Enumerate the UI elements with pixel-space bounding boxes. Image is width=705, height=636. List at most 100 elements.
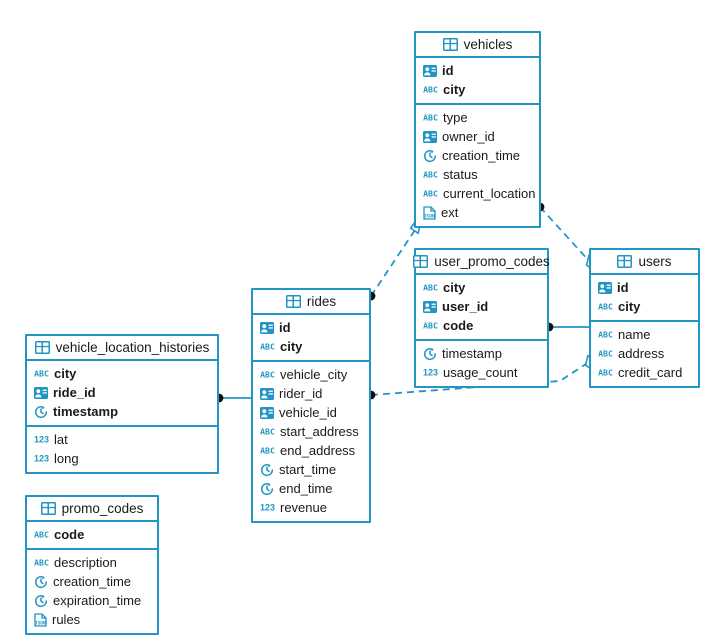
primary-key-field[interactable]: user_id xyxy=(416,297,547,316)
table-icon xyxy=(617,255,633,268)
clock-icon xyxy=(34,405,48,419)
svg-text:ABC: ABC xyxy=(260,427,275,437)
field-label: description xyxy=(54,555,117,570)
entity-header-vehicles[interactable]: vehicles xyxy=(416,33,539,58)
id-card-icon xyxy=(423,300,437,313)
primary-key-field[interactable]: id xyxy=(253,318,369,337)
attribute-field[interactable]: ABC vehicle_city xyxy=(253,365,369,384)
table-icon xyxy=(40,502,56,515)
field-label: city xyxy=(280,339,303,354)
attribute-field[interactable]: expiration_time xyxy=(27,591,157,610)
abc-icon: ABC xyxy=(423,169,438,180)
attribute-field[interactable]: creation_time xyxy=(416,146,539,165)
123-icon: 123 xyxy=(260,502,275,513)
attribute-field[interactable]: ABC address xyxy=(591,344,698,363)
attribute-field[interactable]: creation_time xyxy=(27,572,157,591)
id-card-icon xyxy=(260,387,274,400)
svg-text:ABC: ABC xyxy=(598,302,613,312)
id-card-icon xyxy=(260,406,274,419)
primary-key-field[interactable]: id xyxy=(591,278,698,297)
json-file-icon: JSON xyxy=(34,612,47,627)
entity-header-rides[interactable]: rides xyxy=(253,290,369,315)
table-icon xyxy=(413,255,429,268)
primary-key-field[interactable]: timestamp xyxy=(27,402,217,421)
svg-text:ABC: ABC xyxy=(260,370,275,380)
primary-key-field[interactable]: ride_id xyxy=(27,383,217,402)
field-label: owner_id xyxy=(442,129,495,144)
primary-key-field[interactable]: id xyxy=(416,61,539,80)
clock-icon xyxy=(260,463,274,477)
attribute-field[interactable]: ABC description xyxy=(27,553,157,572)
attribute-field[interactable]: rider_id xyxy=(253,384,369,403)
abc-icon: ABC xyxy=(598,348,613,359)
attribute-field[interactable]: end_time xyxy=(253,479,369,498)
entity-header-users[interactable]: users xyxy=(591,250,698,275)
attribute-field[interactable]: timestamp xyxy=(416,344,547,363)
relationship-user-promo-codes-to-users[interactable] xyxy=(544,322,589,332)
svg-text:123: 123 xyxy=(423,368,438,378)
abc-icon: ABC xyxy=(423,188,438,199)
relationship-vehicle-location-histories-to-rides[interactable] xyxy=(214,393,251,403)
abc-icon: ABC xyxy=(260,341,275,352)
field-label: user_id xyxy=(442,299,489,314)
abc-icon: ABC xyxy=(260,369,275,380)
svg-text:ABC: ABC xyxy=(423,85,438,95)
abc-icon: ABC xyxy=(34,557,49,568)
attribute-field[interactable]: vehicle_id xyxy=(253,403,369,422)
svg-text:JSON: JSON xyxy=(424,213,435,219)
id-card-icon xyxy=(260,321,274,334)
entity-header-vehicle_location_histories[interactable]: vehicle_location_histories xyxy=(27,336,217,361)
attribute-field[interactable]: owner_id xyxy=(416,127,539,146)
svg-text:ABC: ABC xyxy=(598,330,613,340)
abc-icon: ABC xyxy=(598,301,613,312)
clock-icon xyxy=(423,347,437,361)
field-label: address xyxy=(618,346,665,361)
clock-icon xyxy=(423,149,437,163)
svg-text:ABC: ABC xyxy=(34,558,49,568)
primary-key-field[interactable]: ABC city xyxy=(253,337,369,356)
abc-icon: ABC xyxy=(34,368,49,379)
attribute-field[interactable]: start_time xyxy=(253,460,369,479)
field-label: vehicle_city xyxy=(280,367,348,382)
entity-title: rides xyxy=(306,294,337,309)
field-label: timestamp xyxy=(53,404,119,419)
entity-header-promo_codes[interactable]: promo_codes xyxy=(27,497,157,522)
field-label: code xyxy=(443,318,474,333)
field-label: end_time xyxy=(279,481,333,496)
clock-icon xyxy=(260,482,274,496)
entity-header-user_promo_codes[interactable]: user_promo_codes xyxy=(413,250,550,275)
svg-text:ABC: ABC xyxy=(260,342,275,352)
field-label: id xyxy=(279,320,291,335)
field-label: id xyxy=(442,63,454,78)
